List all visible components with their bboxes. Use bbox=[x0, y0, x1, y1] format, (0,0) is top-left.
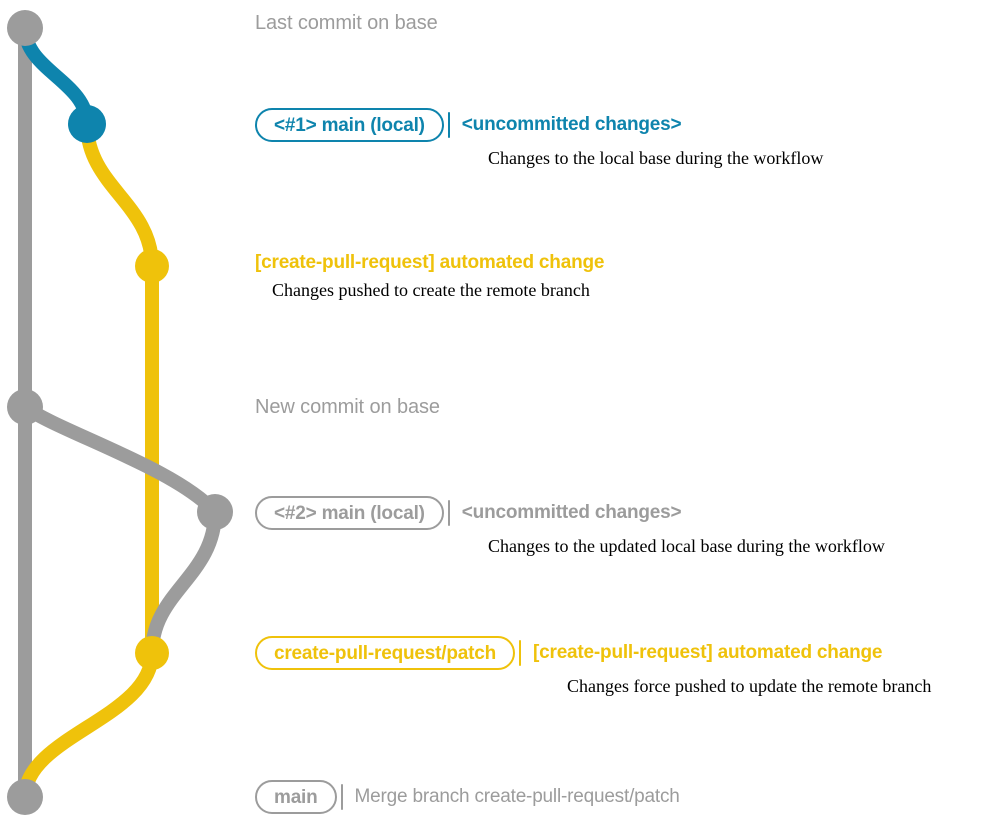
branch-badge-create-pull-request-patch[interactable]: create-pull-request/patch bbox=[255, 636, 521, 670]
commit-node-new-commit-on-base[interactable] bbox=[7, 389, 43, 425]
heading-new-commit-on-base: New commit on base bbox=[255, 396, 440, 418]
commit-node-last-commit-on-base[interactable] bbox=[7, 10, 43, 46]
row-merge-commit: main Merge branch create-pull-request/pa… bbox=[255, 780, 680, 814]
edge-local-main-2-to-patch-2 bbox=[145, 505, 222, 660]
branch-badge-notch-icon bbox=[340, 784, 343, 810]
commit-description-local-main-1: Changes to the local base during the wor… bbox=[488, 148, 824, 168]
branch-badge-label: main bbox=[255, 780, 337, 814]
branch-badge-local-main-2[interactable]: <#2> main (local) bbox=[255, 496, 450, 530]
edge-patch-2-to-merge bbox=[18, 646, 159, 804]
branch-badge-label: create-pull-request/patch bbox=[255, 636, 515, 670]
branch-badge-label: <#1> main (local) bbox=[255, 108, 444, 142]
branch-badge-label: <#2> main (local) bbox=[255, 496, 444, 530]
row-local-main-1: <#1> main (local) <uncommitted changes> … bbox=[255, 108, 823, 169]
row-automated-change-2: create-pull-request/patch [create-pull-r… bbox=[255, 636, 931, 697]
commit-description-local-main-2: Changes to the updated local base during… bbox=[488, 536, 885, 556]
commit-subject-automated-change-1: [create-pull-request] automated change bbox=[255, 252, 605, 273]
commit-node-automated-change-1[interactable] bbox=[135, 249, 169, 283]
commit-node-automated-change-2[interactable] bbox=[135, 636, 169, 670]
row-local-main-2: <#2> main (local) <uncommitted changes> … bbox=[255, 496, 885, 557]
row-new-commit-on-base: New commit on base bbox=[255, 396, 440, 419]
heading-last-commit-on-base: Last commit on base bbox=[255, 12, 438, 34]
commit-node-local-main-2[interactable] bbox=[197, 494, 233, 530]
branch-badge-local-main-1[interactable]: <#1> main (local) bbox=[255, 108, 450, 142]
commit-subject-local-main-1: <uncommitted changes> bbox=[461, 114, 682, 135]
branch-badge-notch-icon bbox=[447, 112, 450, 138]
commit-description-automated-change-1: Changes pushed to create the remote bran… bbox=[272, 280, 590, 300]
branch-badge-main[interactable]: main bbox=[255, 780, 343, 814]
branch-badge-notch-icon bbox=[519, 640, 521, 666]
edge-base-to-local-main-2 bbox=[18, 400, 222, 519]
commit-subject-automated-change-2: [create-pull-request] automated change bbox=[533, 642, 883, 663]
edge-local-main-1-to-patch-1 bbox=[80, 117, 159, 273]
commit-subject-merge-commit: Merge branch create-pull-request/patch bbox=[354, 786, 680, 807]
branch-badge-notch-icon bbox=[447, 500, 450, 526]
commit-subject-local-main-2: <uncommitted changes> bbox=[461, 502, 682, 523]
row-last-commit-on-base: Last commit on base bbox=[255, 12, 438, 35]
row-automated-change-1: [create-pull-request] automated change C… bbox=[255, 252, 604, 301]
commit-node-local-main-1[interactable] bbox=[68, 105, 106, 143]
commit-node-merge-commit[interactable] bbox=[7, 779, 43, 815]
commit-description-automated-change-2: Changes force pushed to update the remot… bbox=[567, 676, 932, 696]
